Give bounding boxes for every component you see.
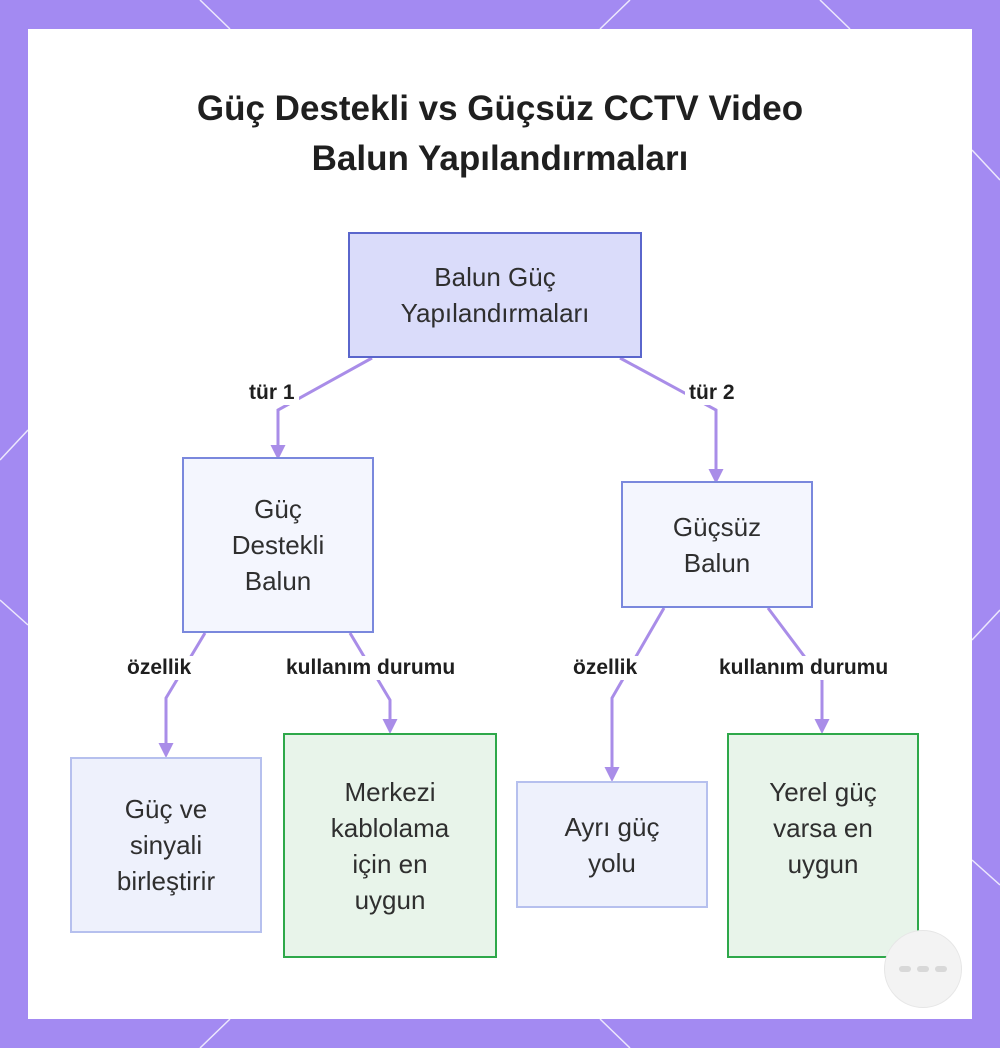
edge-label-use-left: kullanım durumu <box>282 656 460 680</box>
powered-feature-line-1: Güç ve <box>124 794 208 824</box>
root-node: Balun Güç Yapılandırmaları <box>348 232 642 358</box>
root-node-line-1: Balun Güç <box>434 262 556 292</box>
edge-label-feature-right: özellik <box>569 656 642 680</box>
edge-passive-to-feature <box>604 607 666 782</box>
powered-use-case-node: Merkezi kablolama için en uygun <box>283 733 497 958</box>
powered-balun-node: Güç Destekli Balun <box>182 457 374 633</box>
root-node-line-2: Yapılandırmaları <box>400 298 590 328</box>
passive-balun-line-1: Güçsüz <box>672 511 762 542</box>
powered-use-line-4: uygun <box>354 884 426 915</box>
passive-balun-line-2: Balun <box>683 547 751 578</box>
title-line-1: Güç Destekli vs Güçsüz CCTV Video <box>196 89 804 128</box>
passive-use-case-node: Yerel güç varsa en uygun <box>727 733 919 958</box>
passive-use-line-3: uygun <box>787 848 859 879</box>
powered-use-line-2: kablolama <box>330 812 450 843</box>
powered-feature-line-3: birleştirir <box>116 866 216 896</box>
powered-balun-line-1: Güç <box>254 494 302 524</box>
edge-label-type-1: tür 1 <box>245 381 299 405</box>
powered-feature-node: Güç ve sinyali birleştirir <box>70 757 262 933</box>
page-title: Güç Destekli vs Güçsüz CCTV Video Balun … <box>28 84 972 184</box>
edge-label-feature-left: özellik <box>123 656 196 680</box>
edge-label-type-2: tür 2 <box>685 381 739 405</box>
watermark-logo <box>884 930 962 1008</box>
powered-feature-line-2: sinyali <box>129 830 203 860</box>
powered-balun-line-3: Balun <box>244 566 312 596</box>
passive-feature-node: Ayrı güç yolu <box>516 781 708 908</box>
edge-powered-to-feature <box>158 632 207 758</box>
powered-balun-line-2: Destekli <box>231 530 325 560</box>
passive-feature-line-1: Ayrı güç <box>564 811 660 842</box>
powered-use-line-1: Merkezi <box>344 776 436 807</box>
passive-use-line-2: varsa en <box>773 812 873 843</box>
passive-feature-line-2: yolu <box>588 847 636 878</box>
powered-use-line-3: için en <box>352 848 428 879</box>
edge-root-to-passive <box>619 356 724 484</box>
passive-use-line-1: Yerel güç <box>769 776 877 807</box>
title-line-2: Balun Yapılandırmaları <box>311 139 689 178</box>
edge-root-to-powered <box>270 356 373 460</box>
edge-powered-to-use <box>348 632 398 734</box>
edge-passive-to-use <box>766 607 830 734</box>
edge-label-use-right: kullanım durumu <box>715 656 893 680</box>
passive-balun-node: Güçsüz Balun <box>621 481 813 608</box>
